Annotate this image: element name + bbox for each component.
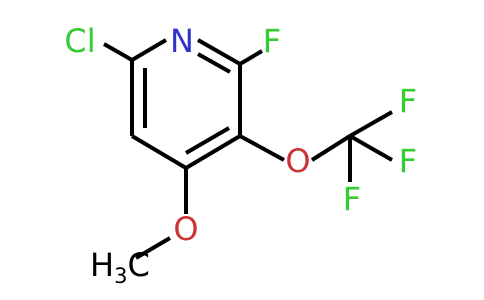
bond-c3-c4 [184, 134, 242, 170]
bond-n1-c2 [197, 38, 241, 66]
atom-label-f3: F [343, 180, 361, 218]
methyl-subscript: 3 [114, 264, 127, 288]
bond-o-methyl [134, 236, 172, 260]
bond-c4-c5 [130, 134, 188, 170]
bond-cf3-f1 [349, 110, 393, 138]
bond-c6-n1 [130, 38, 168, 62]
bond-n1-c2-inner [197, 52, 231, 74]
bond-c3-o [239, 134, 285, 162]
methyl-c: C [127, 246, 149, 284]
bond-c6-cl [103, 42, 133, 62]
atom-label-f2: F [399, 142, 417, 180]
methyl-h: H [90, 246, 114, 284]
atom-label-cl: Cl [64, 22, 95, 60]
atom-label-o-ether: O [285, 142, 310, 180]
atom-label-f-ring: F [263, 22, 281, 60]
bond-cf3-f2 [349, 134, 393, 162]
bond-o-cf3 [310, 134, 352, 162]
atom-label-n: N [170, 22, 194, 60]
bond-c3-c4-inner [184, 126, 231, 155]
atom-label-f1: F [399, 82, 417, 120]
atom-label-o-methoxy: O [173, 210, 198, 248]
bond-c2-f [238, 49, 264, 66]
atom-label-methyl: H3C [90, 246, 150, 288]
